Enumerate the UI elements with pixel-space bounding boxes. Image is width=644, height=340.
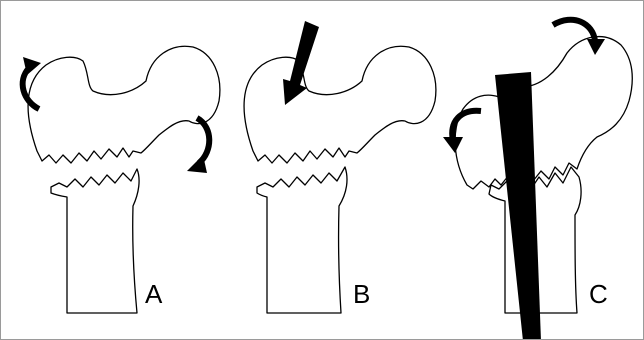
panel-a-head-fragment	[28, 46, 220, 163]
panel-a-shaft-fragment	[51, 169, 139, 313]
panel-c-head-fragment	[455, 37, 632, 189]
panel-b-label: B	[353, 279, 370, 309]
panel-c-label: C	[589, 279, 608, 309]
panel-a: A	[23, 46, 220, 313]
panel-b: B	[244, 21, 436, 313]
panel-a-label: A	[145, 279, 163, 309]
panel-b-head-fragment	[244, 46, 436, 163]
panel-b-shaft-fragment	[257, 167, 347, 313]
panel-c: C	[443, 20, 632, 340]
